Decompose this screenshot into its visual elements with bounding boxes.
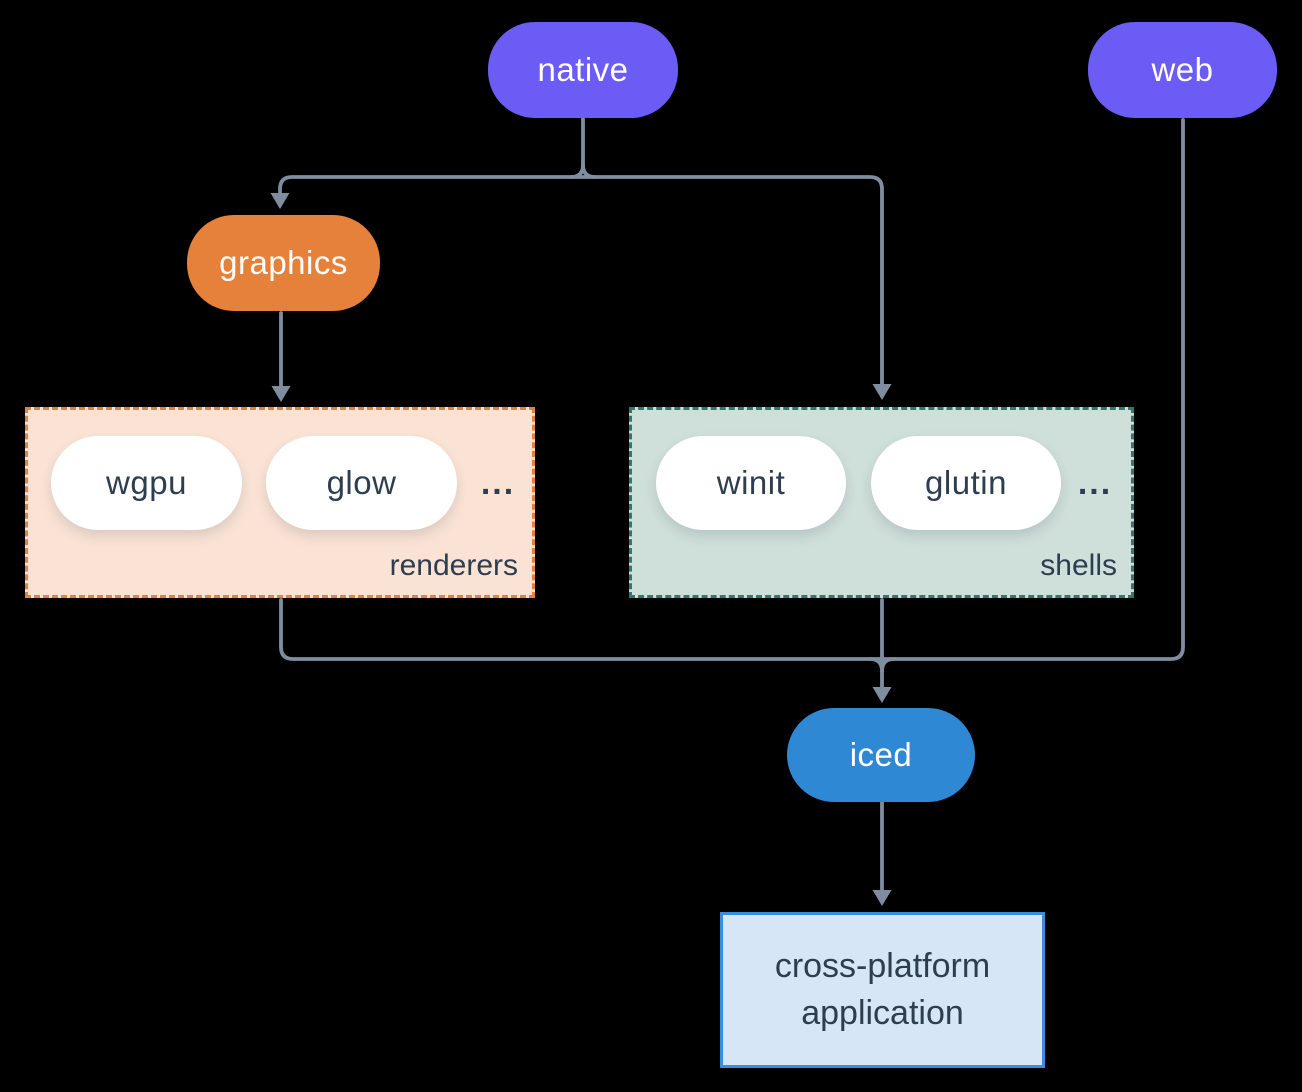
arrowhead-application [872,890,892,906]
group-shells: winit glutin ... shells [629,407,1134,598]
arrowhead-graphics [270,193,290,209]
edge-renderers-web-junction [279,118,1185,661]
group-renderers: wgpu glow ... renderers [25,407,535,598]
pill-winit-label: winit [716,464,786,501]
node-graphics: graphics [187,215,380,311]
renderers-group-label: renderers [389,549,518,582]
pill-glow: glow [266,436,457,530]
node-graphics-label: graphics [219,244,348,281]
pill-glutin: glutin [871,436,1061,530]
arrowhead-renderers [271,386,291,402]
edge-arrowheads [270,193,892,906]
shells-ellipsis: ... [1077,463,1113,502]
node-native-label: native [537,51,629,88]
node-iced: iced [787,708,975,802]
pill-winit: winit [656,436,846,530]
renderers-ellipsis: ... [480,463,516,502]
pill-glow-label: glow [326,464,397,501]
arrowhead-shells [872,384,892,400]
node-iced-label: iced [849,736,913,773]
node-web-label: web [1151,51,1214,88]
node-cross-platform-application: cross-platform application [720,912,1045,1068]
edge-lines [278,117,1185,901]
application-label-line2: application [801,994,964,1032]
application-label-line1: cross-platform [774,947,991,985]
arrowhead-iced [872,687,892,703]
node-native: native [488,22,678,118]
node-web: web [1088,22,1277,118]
edge-split-to-graphics-and-shells [278,175,884,396]
shells-group-label: shells [1040,549,1117,582]
pill-wgpu: wgpu [51,436,242,530]
pill-wgpu-label: wgpu [106,464,187,501]
pill-glutin-label: glutin [925,464,1007,501]
edge-iced-merge-fillet-right [880,657,896,673]
